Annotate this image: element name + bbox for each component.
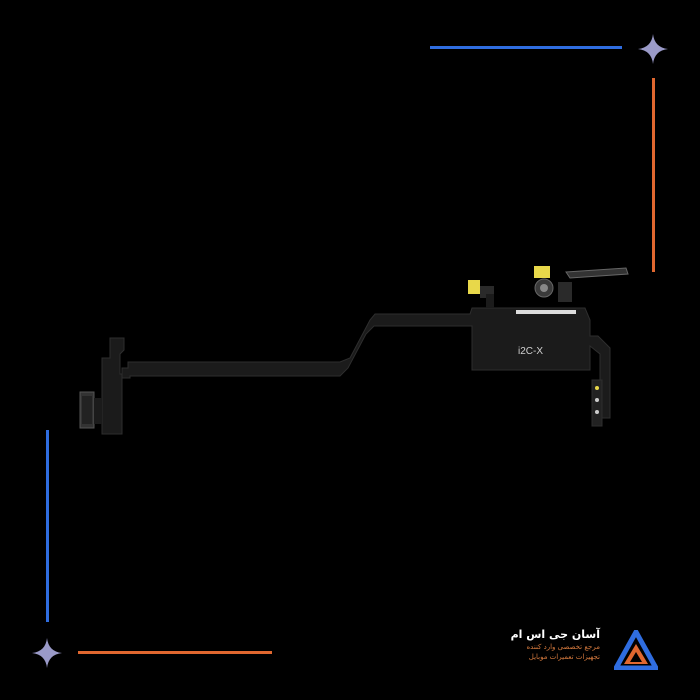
top-right-orange-line: [652, 78, 655, 272]
brand-tagline-2: تجهیزات تعمیرات موبایل: [528, 653, 600, 661]
bottom-left-orange-line: [78, 651, 272, 654]
four-point-star-icon: [638, 34, 668, 64]
four-point-star-icon: [32, 638, 62, 668]
brand-text: آسان جی اس ام مرجع تخصصی وارد کننده تجهی…: [490, 628, 600, 662]
triangle-logo-icon: [614, 630, 658, 670]
brand-tagline-1: مرجع تخصصی وارد کننده: [526, 643, 600, 651]
small-yellow-component: [468, 280, 480, 294]
brand-block: آسان جی اس ام مرجع تخصصی وارد کننده تجهی…: [511, 628, 672, 672]
brand-name: آسان جی اس ام: [510, 628, 600, 641]
flex-cable-image: i2C-X: [79, 266, 629, 435]
top-right-blue-line: [430, 46, 622, 49]
bottom-left-blue-line: [46, 430, 49, 622]
part-label: i2C-X: [518, 346, 543, 357]
yellow-sensor-component: [534, 266, 550, 278]
flex-cable-body: [101, 307, 611, 435]
